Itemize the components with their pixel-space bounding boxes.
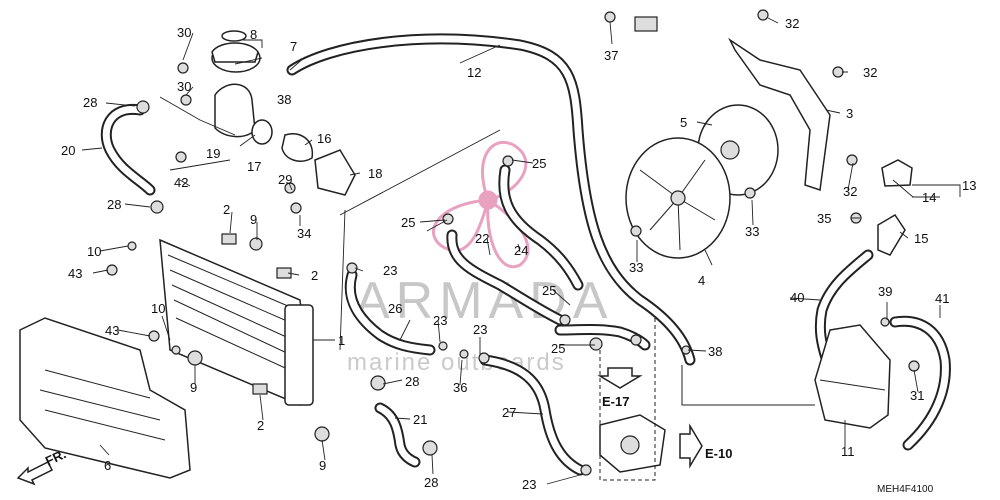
front-direction-arrow: FR. <box>16 446 68 486</box>
e10-reference: E-10 <box>679 423 732 469</box>
callout-4: 4 <box>698 273 705 288</box>
callout-34: 34 <box>297 226 311 241</box>
callout-28d: 28 <box>424 475 438 490</box>
callout-7: 7 <box>290 39 297 54</box>
callout-16: 16 <box>317 131 331 146</box>
callout-42: 42 <box>174 175 188 190</box>
callout-32c: 32 <box>843 184 857 199</box>
hose-40 <box>814 249 874 364</box>
hose-22 <box>446 229 566 326</box>
callout-9b: 9 <box>190 380 197 395</box>
callout-18: 18 <box>368 166 382 181</box>
callout-40: 40 <box>790 290 804 305</box>
callout-23b: 23 <box>433 313 447 328</box>
reserve-tank <box>814 324 891 429</box>
cooling-fan <box>625 137 731 259</box>
callout-19: 19 <box>206 146 220 161</box>
callout-17: 17 <box>247 159 261 174</box>
callout-5: 5 <box>680 115 687 130</box>
callout-2a: 2 <box>223 202 230 217</box>
callout-32a: 32 <box>785 16 799 31</box>
callout-1: 1 <box>338 333 345 348</box>
callout-6: 6 <box>104 458 111 473</box>
callout-43b: 43 <box>105 323 119 338</box>
diagram-code: MEH4F4100 <box>877 484 934 495</box>
callout-28b: 28 <box>107 197 121 212</box>
callout-21: 21 <box>413 412 427 427</box>
reserve-cap <box>881 159 913 187</box>
watermark-tagline: marine outboards <box>347 349 566 376</box>
callout-14: 14 <box>922 190 936 205</box>
callouts: 30 8 7 12 37 32 32 30 28 38 3 5 16 20 19… <box>61 16 976 492</box>
callout-25b: 25 <box>401 215 415 230</box>
callout-24: 24 <box>514 243 528 258</box>
callout-22: 22 <box>475 231 489 246</box>
callout-12: 12 <box>467 65 481 80</box>
callout-13: 13 <box>962 178 976 193</box>
callout-30a: 30 <box>177 25 191 40</box>
callout-29: 29 <box>278 172 292 187</box>
hose-21 <box>374 402 421 468</box>
callout-9c: 9 <box>319 458 326 473</box>
callout-31: 31 <box>910 388 924 403</box>
callout-10b: 10 <box>151 301 165 316</box>
hose-20 <box>100 103 156 196</box>
callout-37: 37 <box>604 48 618 63</box>
callout-8: 8 <box>250 27 257 42</box>
callout-41: 41 <box>935 291 949 306</box>
hardware <box>106 9 920 476</box>
callout-39: 39 <box>878 284 892 299</box>
fan-bracket <box>728 37 831 191</box>
callout-3: 3 <box>846 106 853 121</box>
hose-26 <box>344 269 436 356</box>
hose-12 <box>286 33 696 366</box>
callout-33a: 33 <box>745 224 759 239</box>
callout-15: 15 <box>914 231 928 246</box>
reference-box <box>599 318 815 481</box>
callout-2b: 2 <box>311 268 318 283</box>
callout-28c: 28 <box>405 374 419 389</box>
callout-43a: 43 <box>68 266 82 281</box>
callout-2c: 2 <box>257 418 264 433</box>
leader-lines <box>81 17 961 485</box>
e17-reference: E-17 <box>597 367 643 409</box>
callout-38a: 38 <box>277 92 291 107</box>
callout-30b: 30 <box>177 79 191 94</box>
callout-36: 36 <box>453 380 467 395</box>
radiator <box>159 238 314 406</box>
hose-41 <box>889 315 951 451</box>
callout-27: 27 <box>502 405 516 420</box>
callout-23a: 23 <box>383 263 397 278</box>
callout-33b: 33 <box>629 260 643 275</box>
callout-9a: 9 <box>250 212 257 227</box>
callout-11: 11 <box>841 444 855 459</box>
callout-28a: 28 <box>83 95 97 110</box>
callout-32b: 32 <box>863 65 877 80</box>
callout-38b: 38 <box>708 344 722 359</box>
e10-label: E-10 <box>705 446 732 461</box>
callout-23c: 23 <box>473 322 487 337</box>
hose-24 <box>498 164 584 291</box>
callout-20: 20 <box>61 143 75 158</box>
callout-25a: 25 <box>532 156 546 171</box>
callout-25c: 25 <box>542 283 556 298</box>
callout-35: 35 <box>817 211 831 226</box>
callout-10a: 10 <box>87 244 101 259</box>
callout-23d: 23 <box>522 477 536 492</box>
callout-26: 26 <box>388 301 402 316</box>
hose-27 <box>479 354 586 476</box>
callout-25d: 25 <box>551 341 565 356</box>
radiator-shroud <box>19 317 191 479</box>
e17-label: E-17 <box>602 394 629 409</box>
